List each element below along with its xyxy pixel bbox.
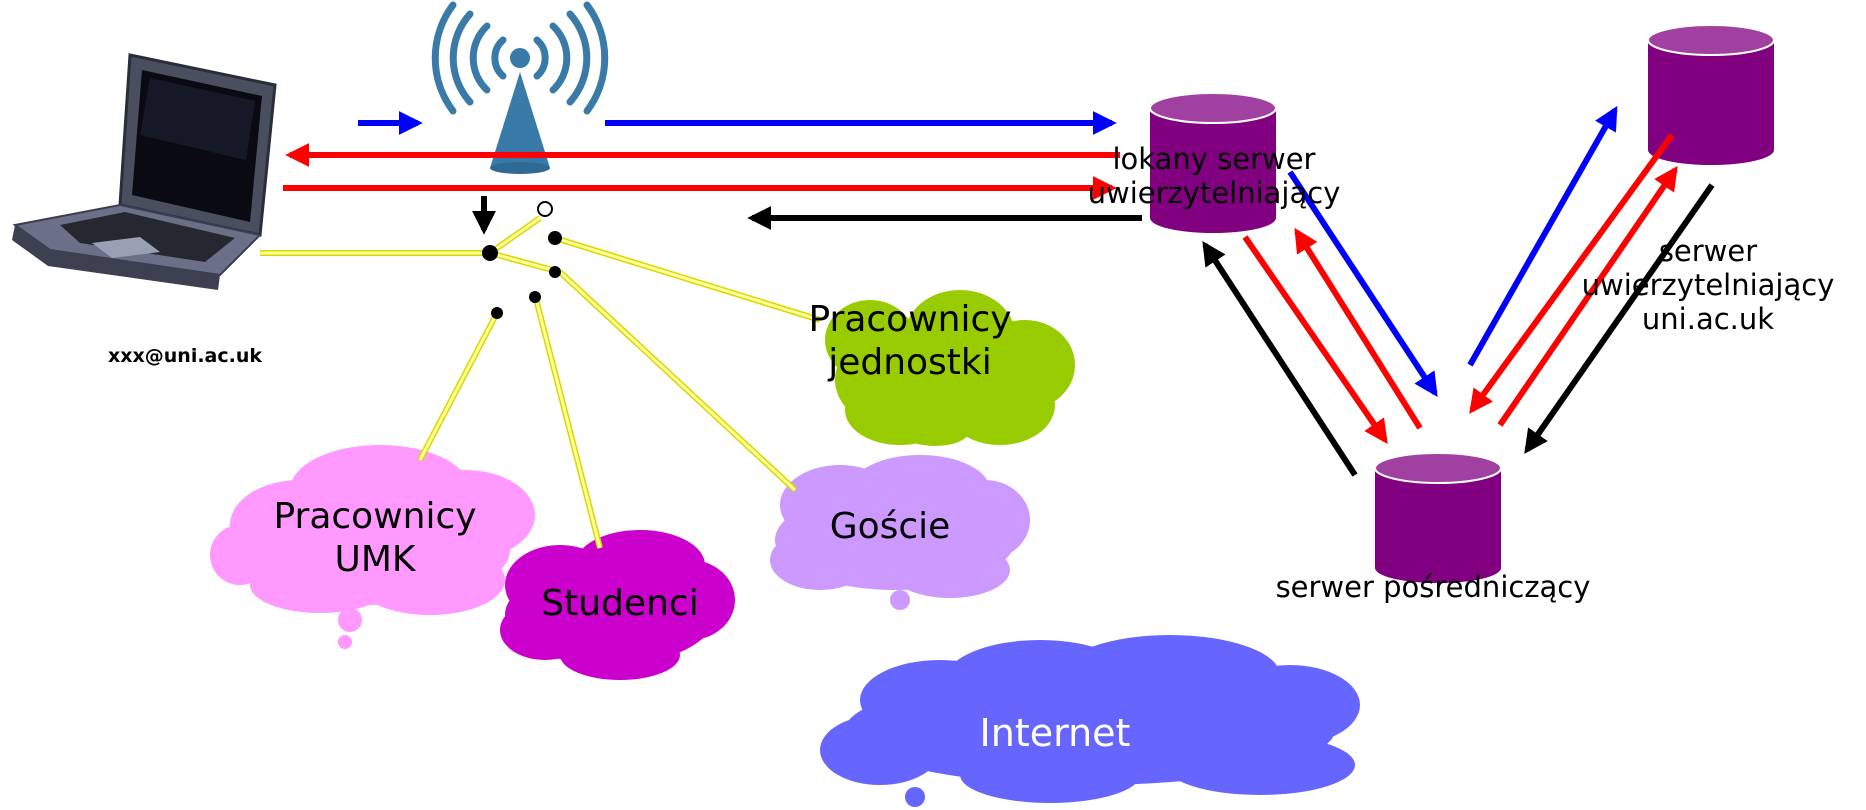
cloud-staff-unit-line1: Pracownicy bbox=[808, 299, 1012, 340]
arrows bbox=[283, 105, 1715, 477]
cloud-staff-unit-label: Pracownicy jednostki bbox=[790, 298, 1030, 384]
remote-server-label: serwer uwierzytelniający uni.ac.uk bbox=[1558, 234, 1858, 337]
local-server-label-line1: lokany serwer bbox=[1112, 142, 1316, 176]
cloud-students-label: Studenci bbox=[510, 582, 730, 625]
remote-server-label-line2: uwierzytelniający bbox=[1581, 268, 1835, 303]
cloud-staff-umk-line1: Pracownicy bbox=[273, 496, 477, 537]
remote-server-icon bbox=[1647, 24, 1775, 165]
cloud-guests-label: Goście bbox=[780, 505, 1000, 548]
cloud-internet-label: Internet bbox=[945, 711, 1165, 757]
local-server-icon bbox=[1149, 92, 1277, 233]
email-text: xxx@uni.ac.uk bbox=[108, 345, 263, 367]
laptop-email-label: xxx@uni.ac.uk bbox=[108, 345, 262, 367]
cloud-students bbox=[500, 530, 735, 680]
proxy-server-label-text: serwer pośredniczący bbox=[1275, 570, 1591, 604]
proxy-server-label: serwer pośredniczący bbox=[1233, 570, 1633, 604]
cloud-staff-umk bbox=[210, 445, 535, 649]
cloud-staff-umk-line2: UMK bbox=[334, 539, 416, 581]
remote-server-label-line1: serwer bbox=[1658, 234, 1758, 268]
switch-nodes bbox=[482, 201, 562, 319]
cloud-students-text: Studenci bbox=[541, 583, 699, 624]
cloud-staff-unit-line2: jednostki bbox=[828, 342, 992, 384]
laptop-icon bbox=[12, 53, 277, 290]
cloud-staff-umk-label: Pracownicy UMK bbox=[255, 495, 495, 581]
wifi-antenna-icon bbox=[431, 1, 609, 174]
cloud-internet-text: Internet bbox=[979, 711, 1131, 755]
proxy-server-icon bbox=[1374, 452, 1502, 583]
remote-server-label-line3: uni.ac.uk bbox=[1641, 302, 1775, 337]
cloud-guests bbox=[770, 455, 1030, 610]
switch-lines bbox=[260, 215, 821, 549]
cloud-guests-text: Goście bbox=[829, 506, 951, 547]
cloud-internet bbox=[820, 635, 1360, 807]
local-server-label-line2: uwierzytelniający bbox=[1087, 176, 1341, 211]
cloud-staff-unit bbox=[825, 290, 1075, 446]
local-server-label: lokany serwer uwierzytelniający bbox=[1064, 142, 1364, 210]
